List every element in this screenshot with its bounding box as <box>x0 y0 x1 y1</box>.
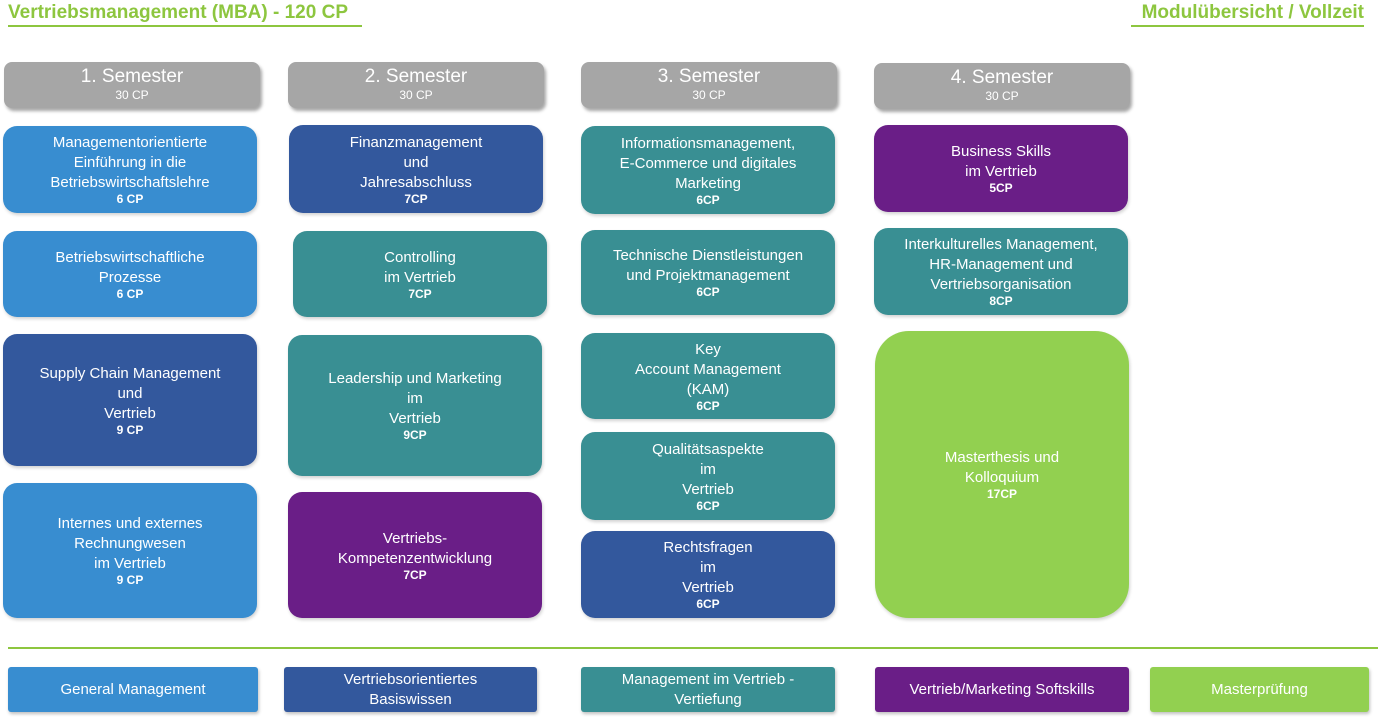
module-cp: 5CP <box>989 181 1013 195</box>
semester-cp: 30 CP <box>985 89 1019 103</box>
module-cp: 6CP <box>696 597 720 611</box>
module-title: Managementorientierte Einführung in die … <box>50 134 210 191</box>
module-cp: 6CP <box>696 398 720 413</box>
module-title: Key Account Management (KAM) <box>635 340 781 398</box>
module-cp: 8CP <box>989 294 1013 308</box>
module-cp: 6CP <box>696 192 720 207</box>
module-title: Internes und externes Rechnungwesen im V… <box>57 515 203 572</box>
module-box: Supply Chain Management und Vertrieb 9 C… <box>3 334 257 466</box>
module-box: Internes und externes Rechnungwesen im V… <box>3 483 257 618</box>
module-box: Controlling im Vertrieb 7CP <box>293 231 547 317</box>
module-box: Technische Dienstleistungen und Projektm… <box>581 230 835 315</box>
module-title: Business Skills im Vertrieb <box>950 143 1052 180</box>
module-box: Interkulturelles Management, HR-Manageme… <box>874 228 1128 315</box>
module-title: Betriebswirtschaftliche Prozesse <box>55 248 205 286</box>
module-box: Rechtsfragen im Vertrieb 6CP <box>581 531 835 618</box>
legend-vertiefung: Management im Vertrieb - Vertiefung <box>581 667 835 712</box>
semester-cp: 30 CP <box>399 88 433 102</box>
module-title: Finanzmanagement und Jahresabschluss <box>349 133 483 191</box>
module-box: Key Account Management (KAM) 6CP <box>581 333 835 419</box>
module-title: Leadership und Marketing im Vertrieb <box>328 370 502 427</box>
semester-cp: 30 CP <box>692 88 726 102</box>
overview-title-underline <box>1131 25 1364 27</box>
semester-cp: 30 CP <box>115 88 149 102</box>
legend-separator <box>8 647 1378 649</box>
module-cp: 9CP <box>403 428 427 442</box>
module-title: Interkulturelles Management, HR-Manageme… <box>904 236 1098 293</box>
semester-header-3: 3. Semester 30 CP <box>581 62 837 108</box>
legend-basiswissen: Vertriebsorientiertes Basiswissen <box>284 667 537 712</box>
program-title-underline <box>8 25 362 27</box>
module-cp: 6 CP <box>116 286 144 301</box>
semester-header-2: 2. Semester 30 CP <box>288 62 544 108</box>
module-cp: 6 CP <box>116 192 144 206</box>
module-box: Managementorientierte Einführung in die … <box>3 126 257 213</box>
program-title: Vertriebsmanagement (MBA) - 120 CP <box>8 2 348 23</box>
semester-header-1: 1. Semester 30 CP <box>4 62 260 108</box>
legend-general-management: General Management <box>8 667 258 712</box>
semester-label: 1. Semester <box>80 66 184 87</box>
module-cp: 7CP <box>403 567 427 582</box>
module-title: Vertriebs- Kompetenzentwicklung <box>337 529 493 567</box>
legend-masterpruefung: Masterprüfung <box>1150 667 1369 712</box>
module-title: Controlling im Vertrieb <box>384 248 456 286</box>
module-cp: 7CP <box>408 286 432 301</box>
module-box: Vertriebs- Kompetenzentwicklung 7CP <box>288 492 542 618</box>
module-box: Finanzmanagement und Jahresabschluss 7CP <box>289 125 543 213</box>
module-cp: 9 CP <box>116 422 144 437</box>
module-title: Informationsmanagement, E-Commerce und d… <box>619 134 797 192</box>
module-title: Rechtsfragen im Vertrieb <box>663 539 753 596</box>
module-box: Betriebswirtschaftliche Prozesse 6 CP <box>3 231 257 317</box>
module-cp: 6CP <box>696 285 720 299</box>
overview-title: Modulübersicht / Vollzeit <box>1141 2 1364 23</box>
module-title: Masterthesis und Kolloquium <box>944 449 1060 486</box>
module-cp: 9 CP <box>116 573 144 587</box>
semester-header-4: 4. Semester 30 CP <box>874 63 1130 109</box>
semester-label: 3. Semester <box>657 66 761 87</box>
module-box-masterthesis: Masterthesis und Kolloquium 17CP <box>875 331 1129 618</box>
module-cp: 17CP <box>986 487 1018 501</box>
module-cp: 7CP <box>404 191 428 206</box>
semester-label: 4. Semester <box>950 67 1054 88</box>
module-box: Informationsmanagement, E-Commerce und d… <box>581 126 835 214</box>
module-box: Qualitätsaspekte im Vertrieb 6CP <box>581 432 835 520</box>
module-cp: 6CP <box>696 498 720 513</box>
module-box: Business Skills im Vertrieb 5CP <box>874 125 1128 212</box>
legend-softskills: Vertrieb/Marketing Softskills <box>875 667 1129 712</box>
module-title: Supply Chain Management und Vertrieb <box>39 364 221 422</box>
module-title: Qualitätsaspekte im Vertrieb <box>652 440 764 498</box>
module-box: Leadership und Marketing im Vertrieb 9CP <box>288 335 542 476</box>
semester-label: 2. Semester <box>364 66 468 87</box>
module-title: Technische Dienstleistungen und Projektm… <box>612 247 804 284</box>
